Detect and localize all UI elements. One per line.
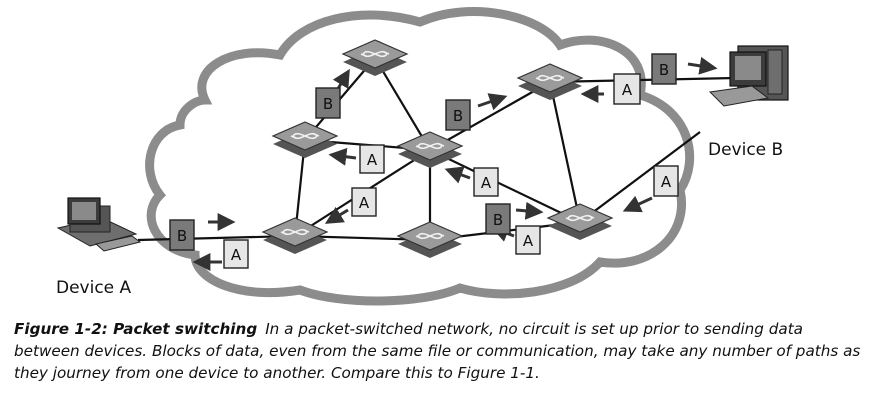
- packets-b: B B B B B: [169, 53, 677, 251]
- svg-text:A: A: [661, 173, 672, 191]
- router-right-lower: [547, 203, 613, 241]
- router-top: [342, 39, 408, 77]
- packet-a: A: [473, 167, 499, 197]
- packet-b: B: [651, 53, 677, 85]
- packet-a: A: [613, 73, 641, 105]
- svg-text:A: A: [231, 246, 242, 264]
- packet-b: B: [485, 203, 511, 235]
- svg-text:A: A: [359, 194, 370, 212]
- router-left-lower: [262, 217, 328, 255]
- svg-text:B: B: [323, 95, 333, 113]
- packets-a: A A A A A A A: [223, 73, 679, 269]
- svg-text:B: B: [177, 227, 187, 245]
- svg-text:A: A: [523, 232, 534, 250]
- caption-text: In a packet-switched network, no circuit…: [14, 320, 861, 382]
- device-a-label: Device A: [56, 278, 132, 298]
- device-b-label: Device B: [708, 140, 784, 160]
- router-left-upper: [272, 121, 338, 159]
- packet-a: A: [515, 225, 541, 255]
- device-b-computer-icon: [708, 45, 789, 107]
- router-bottom-center: [397, 221, 463, 259]
- network-cloud: [145, 7, 695, 306]
- packet-b: B: [169, 219, 195, 251]
- packet-a: A: [653, 165, 679, 197]
- caption-title: Figure 1-2: Packet switching: [14, 320, 258, 338]
- packet-b: B: [445, 99, 471, 131]
- packet-b: B: [315, 87, 341, 119]
- svg-text:A: A: [367, 151, 378, 169]
- packet-a: A: [359, 144, 385, 174]
- svg-text:B: B: [453, 107, 463, 125]
- packet-a: A: [351, 187, 377, 217]
- device-a-computer-icon: [56, 197, 142, 252]
- packet-a: A: [223, 239, 249, 269]
- packet-switching-diagram: A A A A A A A B: [56, 7, 789, 306]
- svg-text:A: A: [481, 174, 492, 192]
- svg-text:A: A: [622, 81, 633, 99]
- svg-text:B: B: [493, 211, 503, 229]
- svg-text:B: B: [659, 61, 669, 79]
